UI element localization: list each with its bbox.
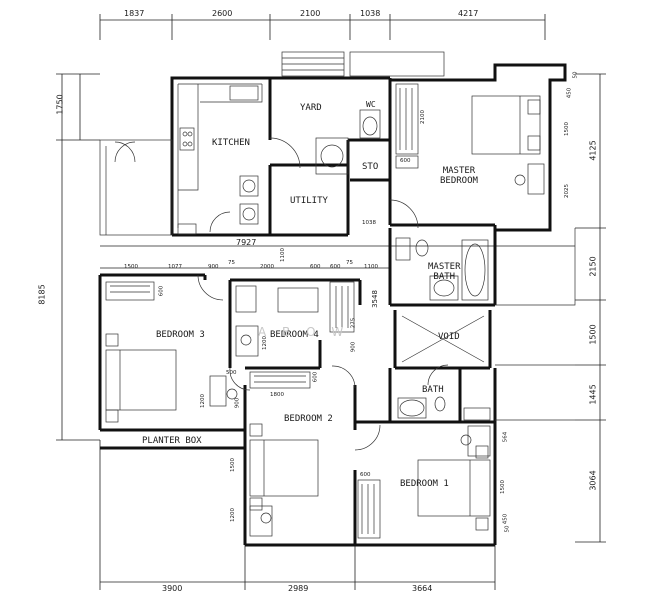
dim-s1200-b4: 1200 xyxy=(262,336,268,350)
dim-s450: 450 xyxy=(566,87,573,99)
dim-s1500-b2: 1500 xyxy=(230,458,236,472)
dim-s1200-b2: 1200 xyxy=(230,508,236,522)
dim-1038-mid: 1038 xyxy=(362,220,376,226)
dim-top-1: 1837 xyxy=(124,9,145,18)
dim-bottom-3: 3664 xyxy=(412,584,433,593)
dim-bottom-1: 3900 xyxy=(162,584,183,593)
dim-s1200-b3: 1200 xyxy=(200,394,206,408)
room-label-yard: YARD xyxy=(300,103,322,113)
room-label-bedroom-3: BEDROOM 3 xyxy=(156,330,205,340)
dim-top-3: 2100 xyxy=(300,9,321,18)
dim-s1500-mb: 1500 xyxy=(564,122,570,136)
dim-inner-900: 900 xyxy=(208,264,219,270)
room-label-bath: BATH xyxy=(422,385,444,395)
dim-inner-1500: 1500 xyxy=(124,264,138,270)
dim-s564: 564 xyxy=(502,431,509,443)
dim-s900-b2: 900 xyxy=(234,397,241,409)
dim-right-1: 4125 xyxy=(588,140,598,161)
dim-inner-1077: 1077 xyxy=(168,264,182,270)
dim-top-5: 4217 xyxy=(458,9,479,18)
dim-left-2: 8185 xyxy=(37,284,47,305)
dim-s1500-b1: 1500 xyxy=(500,480,506,494)
room-label-master-bath: MASTER BATH xyxy=(428,262,461,282)
dim-inner-1100: 1100 xyxy=(364,264,378,270)
dim-s600-b2: 600 xyxy=(312,371,319,383)
dim-s450-b1: 450 xyxy=(502,513,509,525)
dim-top-2: 2600 xyxy=(212,9,233,18)
room-label-sto: STO xyxy=(362,162,379,172)
dim-1100-vertical: 1100 xyxy=(280,248,286,262)
dim-inner-75b: 75 xyxy=(346,260,353,266)
dim-s275: 275 xyxy=(350,317,357,329)
room-label-kitchen: KITCHEN xyxy=(212,138,250,148)
dim-inner-600a: 600 xyxy=(310,264,321,270)
dim-inner-600b: 600 xyxy=(330,264,341,270)
room-label-master-bedroom: MASTER BEDROOM xyxy=(440,166,478,186)
room-label-utility: UTILITY xyxy=(290,196,328,206)
dim-right-5: 3064 xyxy=(588,470,598,491)
dim-right-2: 2150 xyxy=(588,256,598,277)
dim-s900-b4: 900 xyxy=(350,341,357,353)
room-label-planter-box: PLANTER BOX xyxy=(142,436,202,446)
dim-s600-b3: 600 xyxy=(158,285,165,297)
dim-s50: 50 xyxy=(572,71,579,79)
dim-right-3: 1500 xyxy=(588,324,598,345)
dim-s50-b1: 50 xyxy=(504,525,511,533)
dim-kitchen-width: 7927 xyxy=(236,238,257,247)
room-label-bedroom-4: BEDROOM 4 xyxy=(270,330,319,340)
dim-right-4: 1445 xyxy=(588,384,598,405)
dim-bottom-2: 2989 xyxy=(288,584,309,593)
dim-s2100: 2100 xyxy=(420,110,426,124)
dim-s500: 500 xyxy=(226,370,237,376)
dim-left-1: 1750 xyxy=(55,94,65,115)
room-label-bedroom-1: BEDROOM 1 xyxy=(400,479,449,489)
dim-s600-mb: 600 xyxy=(400,158,411,164)
dim-1800: 1800 xyxy=(270,392,284,398)
room-label-wc: WC xyxy=(366,100,376,109)
dim-s2025: 2025 xyxy=(564,184,570,198)
dim-inner-75a: 75 xyxy=(228,260,235,266)
dim-3548: 3548 xyxy=(370,290,379,308)
room-label-bedroom-2: BEDROOM 2 xyxy=(284,414,333,424)
dim-inner-2000: 2000 xyxy=(260,264,274,270)
room-label-void: VOID xyxy=(438,332,460,342)
dim-top-4: 1038 xyxy=(360,9,381,18)
dim-s600-b1: 600 xyxy=(360,472,371,478)
watermark: A B O W xyxy=(258,325,350,339)
